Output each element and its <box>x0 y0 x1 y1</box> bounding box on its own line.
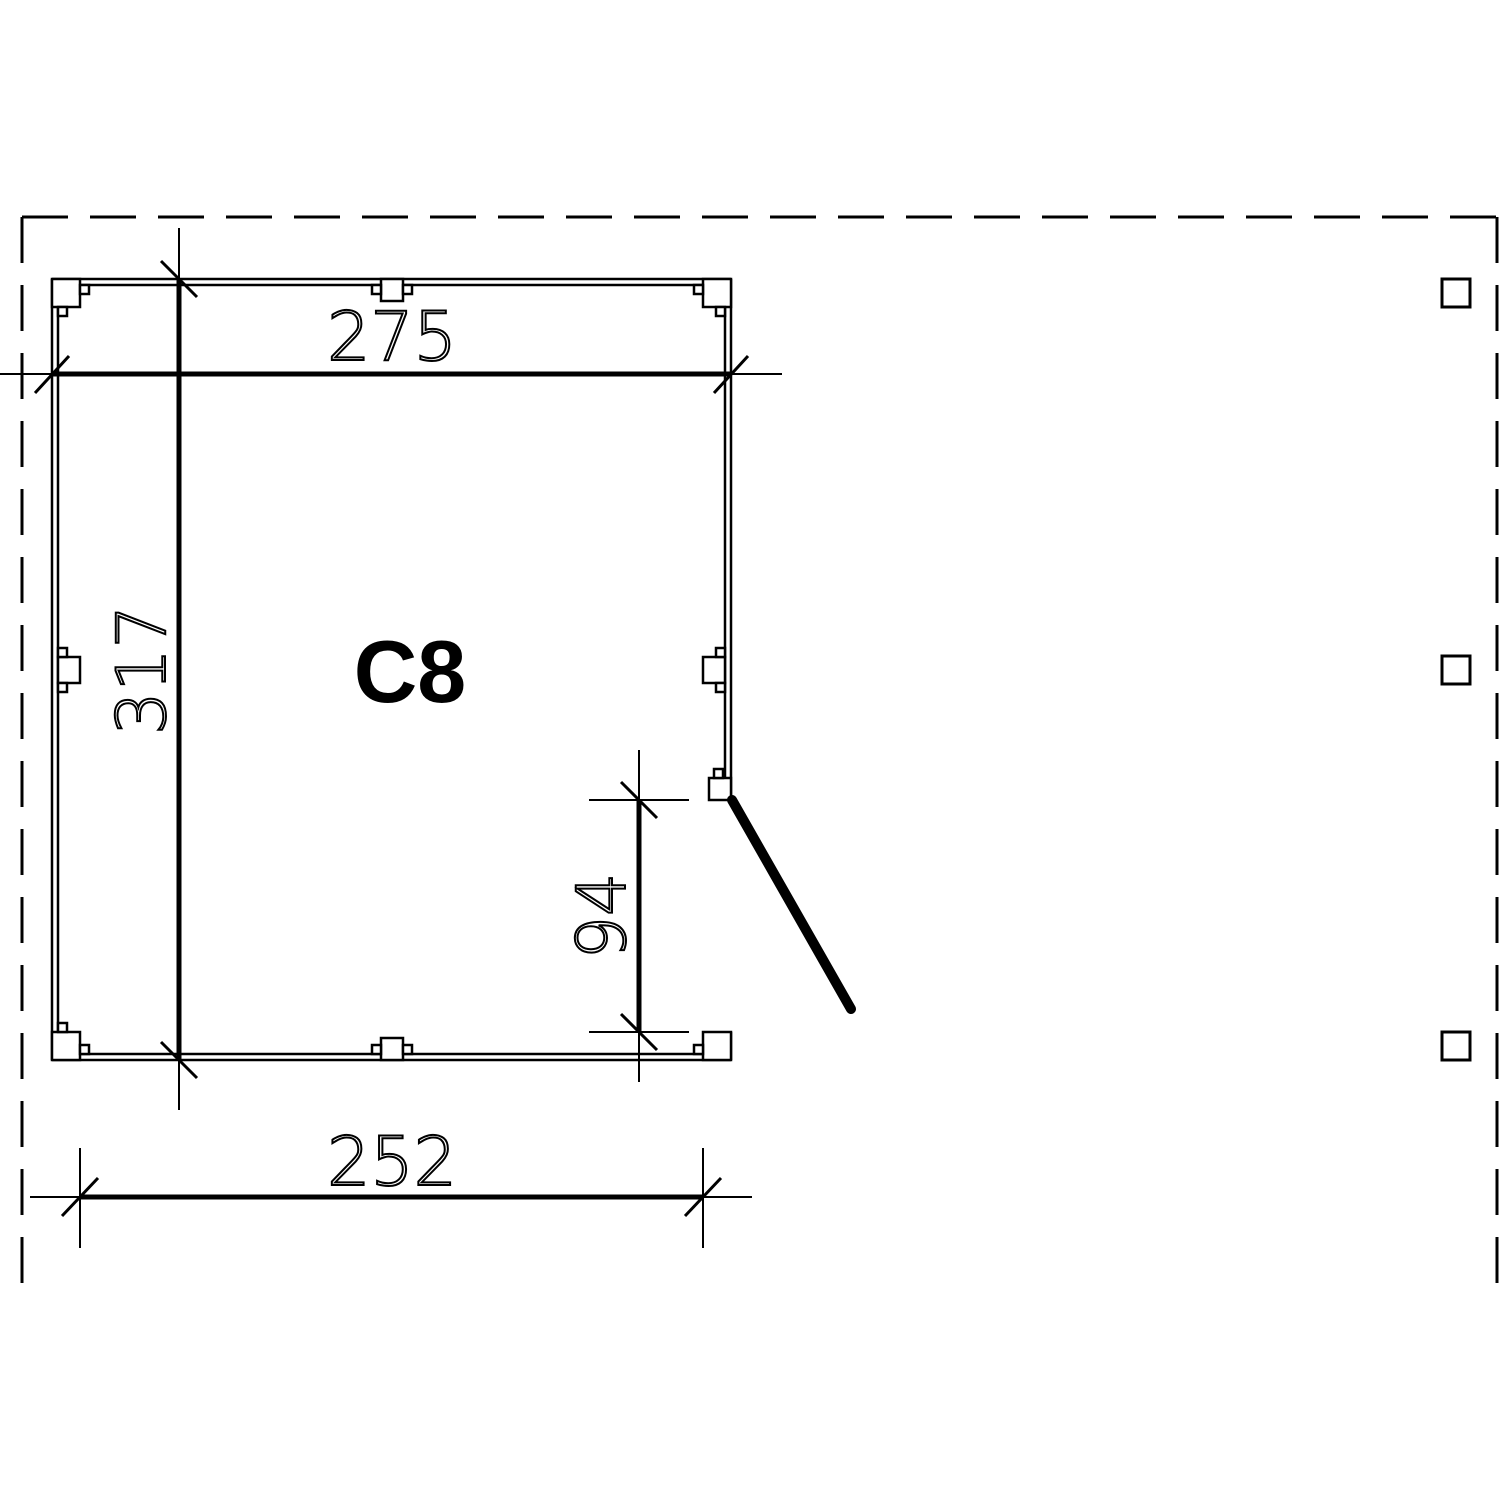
corner-post-top-left <box>50 277 82 309</box>
post-middle-right <box>1440 654 1472 686</box>
corner-posts <box>50 277 733 1062</box>
open-door <box>727 795 856 1014</box>
door-jamb-post <box>707 776 733 802</box>
post-left-middle <box>56 655 82 685</box>
dimension-label-top: 275 <box>327 298 457 377</box>
dimension-top-width: 275 <box>0 297 782 395</box>
room-label: C8 <box>354 622 467 721</box>
post-right-middle <box>701 655 727 685</box>
post-top-right <box>1440 277 1472 309</box>
post-bottom-middle <box>379 1036 405 1062</box>
free-standing-posts <box>1440 277 1472 1062</box>
dimension-label-bottom: 252 <box>327 1123 457 1202</box>
corner-post-top-right <box>701 277 733 309</box>
corner-post-bottom-left <box>50 1030 82 1062</box>
corner-post-bottom-right <box>701 1030 733 1062</box>
post-bottom-right <box>1440 1030 1472 1062</box>
roof-outline <box>20 215 1499 1285</box>
dimension-label-left: 317 <box>103 605 182 735</box>
dimension-left-depth: 317 <box>102 228 199 1110</box>
mid-wall-posts <box>56 277 727 1062</box>
dimension-bottom-width: 252 <box>30 1122 752 1248</box>
dimension-door-width: 94 <box>562 750 689 1082</box>
dimension-label-door: 94 <box>563 873 642 960</box>
